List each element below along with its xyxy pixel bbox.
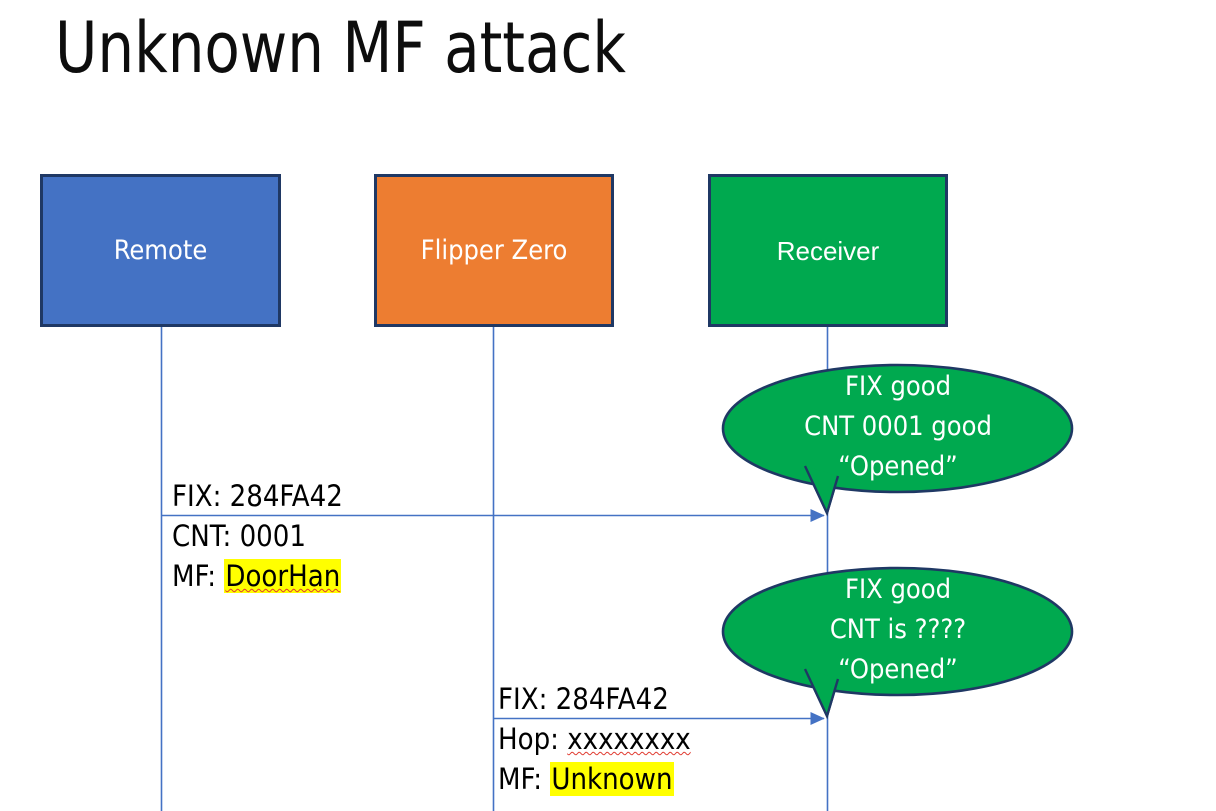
message-2-hop-line: Hop: xxxxxxxx (498, 719, 691, 759)
message-1-cnt-prefix: CNT: (172, 519, 240, 553)
message-label-2-above: FIX: 284FA42 (498, 679, 669, 719)
actor-box-remote[interactable]: Remote (40, 174, 281, 327)
message-2-hop-prefix: Hop: (498, 722, 568, 756)
actor-label-flipper: Flipper Zero (420, 234, 568, 266)
message-1-cnt-value: 0001 (239, 519, 306, 553)
message-2-mf-line: MF: Unknown (498, 759, 691, 799)
message-1-mf-prefix: MF: (172, 559, 225, 593)
message-1-cnt-line: CNT: 0001 (172, 516, 341, 556)
message-2-hop-value: xxxxxxxx (567, 722, 691, 756)
callout-bubble-2 (721, 566, 1074, 720)
message-label-1-below: CNT: 0001 MF: DoorHan (172, 516, 342, 596)
message-2-mf-value: Unknown (550, 762, 674, 796)
message-1-mf-line: MF: DoorHan (172, 556, 342, 596)
message-label-2-below: Hop: xxxxxxxx MF: Unknown (498, 719, 691, 799)
actor-box-receiver[interactable]: Receiver (708, 174, 948, 327)
message-2-fix-line: FIX: 284FA42 (498, 682, 669, 716)
page-title: Unknown MF attack (55, 7, 626, 89)
message-2-mf-prefix: MF: (498, 762, 551, 796)
callout-bubble-1 (721, 363, 1074, 517)
actor-box-flipper[interactable]: Flipper Zero (374, 174, 614, 327)
message-1-mf-value: DoorHan (224, 559, 342, 593)
actor-label-receiver: Receiver (776, 235, 880, 266)
message-1-fix-line: FIX: 284FA42 (172, 479, 343, 513)
actor-label-remote: Remote (113, 234, 208, 266)
message-label-1-above: FIX: 284FA42 (172, 476, 343, 516)
